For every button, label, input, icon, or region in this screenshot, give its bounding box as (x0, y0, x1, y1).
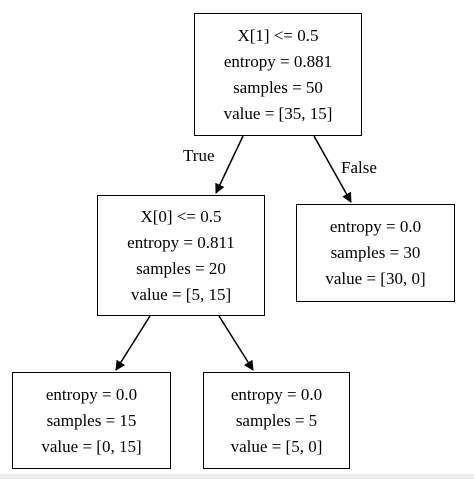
node-left-left-value: value = [0, 15] (41, 436, 142, 456)
node-root: X[1] <= 0.5 entropy = 0.881 samples = 50… (194, 13, 362, 136)
node-right-entropy: entropy = 0.0 (329, 217, 422, 236)
node-left: X[0] <= 0.5 entropy = 0.811 samples = 20… (97, 195, 265, 316)
node-left-right: entropy = 0.0 samples = 5 value = [5, 0] (203, 372, 350, 469)
node-right-value: value = [30, 0] (325, 269, 426, 288)
node-left-entropy: entropy = 0.811 (127, 232, 235, 252)
edge-left-to-left-right (218, 315, 254, 371)
node-left-condition: X[0] <= 0.5 (140, 206, 222, 226)
node-left-left-entropy: entropy = 0.0 (45, 384, 138, 404)
node-right-samples: samples = 30 (330, 243, 421, 262)
edge-left-to-left-left (115, 315, 151, 371)
node-left-right-value: value = [5, 0] (230, 436, 323, 456)
node-root-entropy: entropy = 0.881 (223, 51, 333, 71)
edge-label-true: True (183, 146, 215, 165)
node-left-right-samples: samples = 5 (235, 410, 318, 430)
node-left-samples: samples = 20 (136, 258, 226, 278)
node-root-condition: X[1] <= 0.5 (237, 25, 319, 45)
node-left-left-samples: samples = 15 (46, 410, 137, 430)
node-left-left: entropy = 0.0 samples = 15 value = [0, 1… (12, 372, 171, 469)
node-right: entropy = 0.0 samples = 30 value = [30, … (296, 204, 455, 302)
node-root-value: value = [35, 15] (223, 103, 333, 123)
node-left-right-entropy: entropy = 0.0 (230, 384, 323, 404)
node-root-samples: samples = 50 (233, 77, 323, 97)
edge-root-to-left (215, 135, 244, 194)
edge-label-false: False (341, 158, 377, 177)
edge-root-to-right (313, 135, 352, 203)
bottom-border-strip (0, 474, 474, 479)
node-left-value: value = [5, 15] (130, 284, 232, 304)
